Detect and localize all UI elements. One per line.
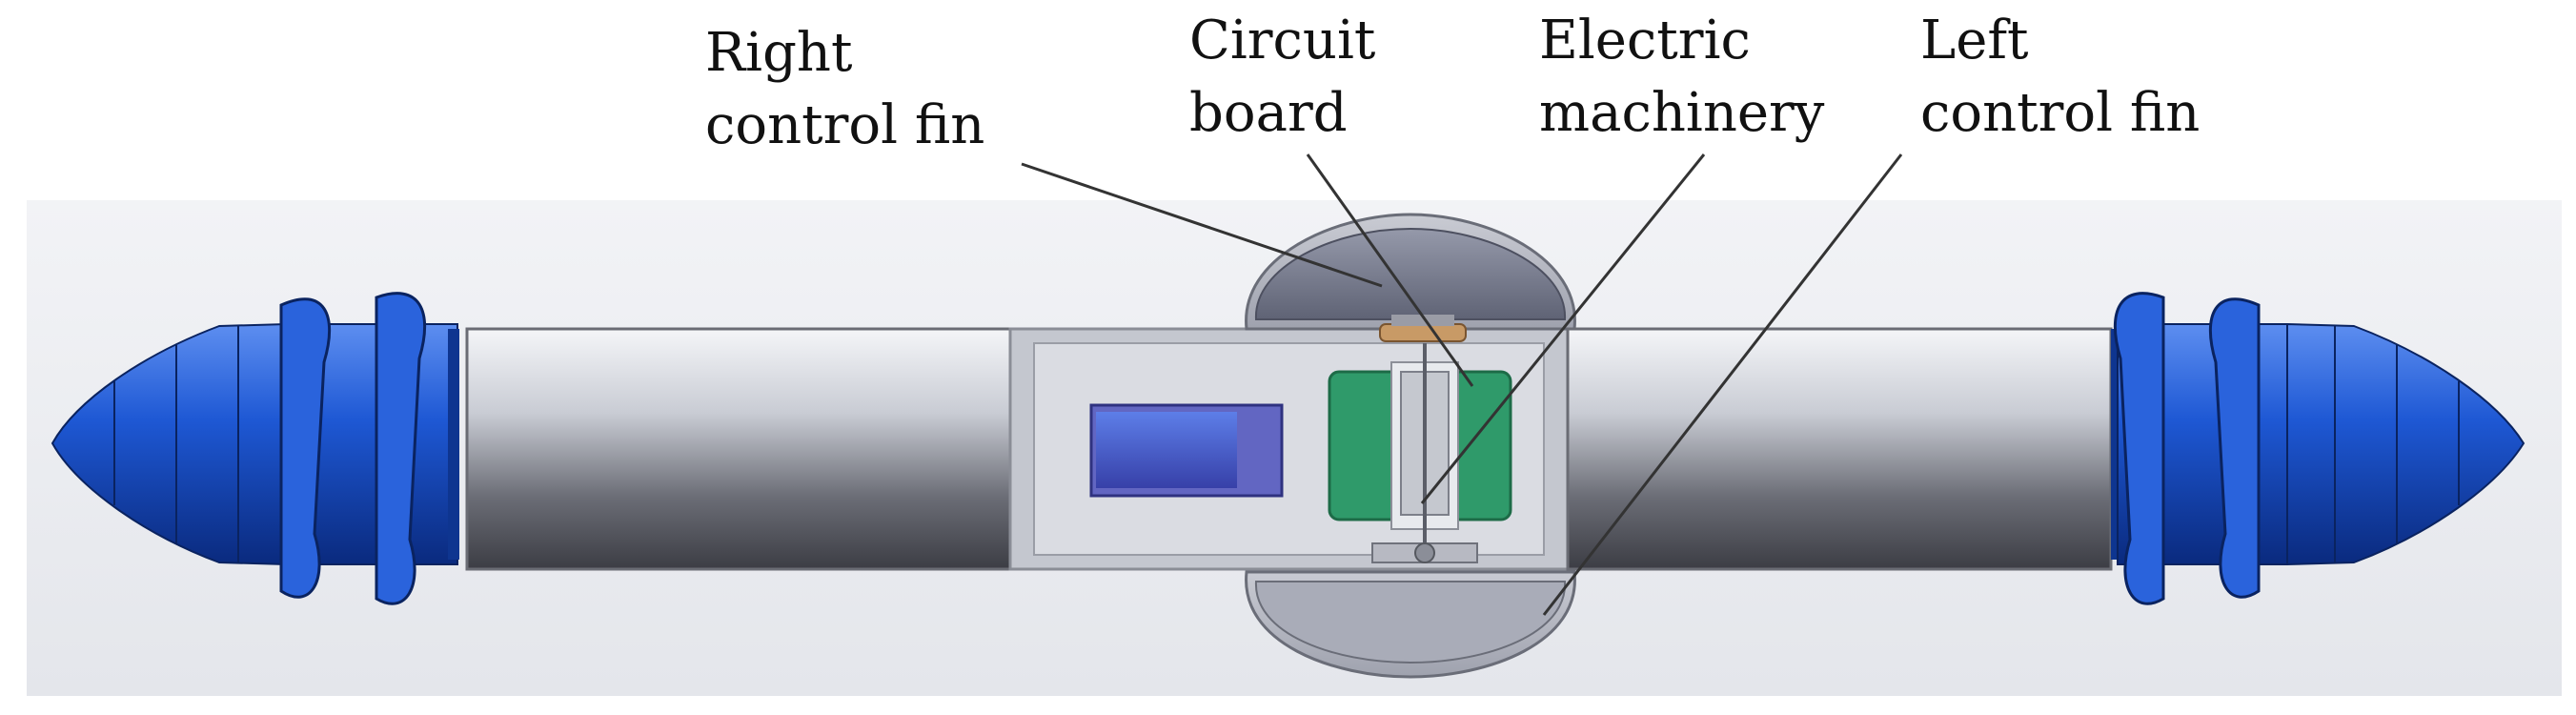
leader-circuit-board — [1306, 153, 1474, 387]
right-screw — [2111, 292, 2525, 605]
label-electric-machinery: Electric machinery — [1539, 10, 1825, 144]
left-screw — [51, 292, 459, 605]
label-left-control-fin: Left control fin — [1920, 10, 2201, 144]
left-tube — [465, 327, 1012, 571]
right-tube — [1566, 327, 2113, 571]
leader-right-control-fin — [1021, 162, 1383, 288]
label-circuit-board: Circuit board — [1189, 10, 1376, 144]
battery — [1089, 403, 1284, 498]
left-control-fin — [1245, 570, 1576, 679]
leader-electric-machinery — [1420, 153, 1706, 504]
right-control-fin — [1245, 213, 1576, 331]
leader-left-control-fin — [1542, 153, 1903, 616]
circuit-board — [1379, 315, 1467, 342]
label-right-control-fin: Right control fin — [705, 22, 985, 156]
